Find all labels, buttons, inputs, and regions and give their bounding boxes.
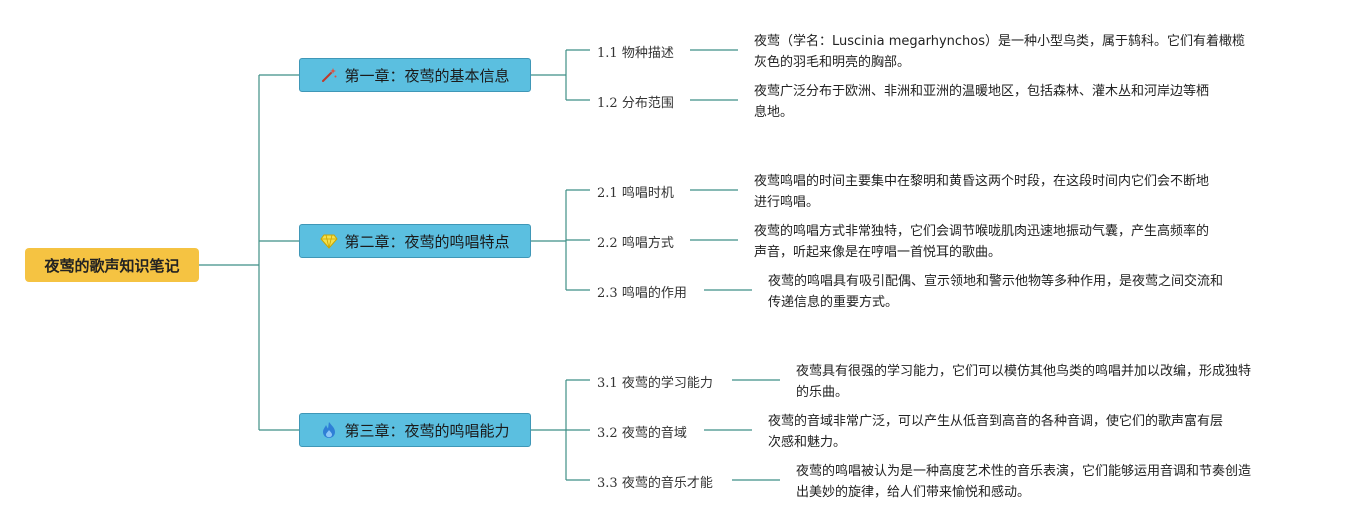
description-line: 次感和魅力。	[768, 435, 847, 450]
description-3-1: 夜莺具有很强的学习能力，它们可以模仿其他鸟类的鸣唱并加以改编，形成独特 的乐曲。	[796, 361, 1251, 403]
description-3-2: 夜莺的音域非常广泛，可以产生从低音到高音的各种音调，使它们的歌声富有层 次感和魅…	[768, 411, 1223, 453]
description-line: 夜莺（学名：Luscinia megarhynchos）是一种小型鸟类，属于鸫科…	[754, 34, 1246, 49]
section-label: 鸣唱方式	[621, 236, 674, 251]
chapter-1-node[interactable]: 第一章：夜莺的基本信息	[299, 58, 531, 92]
magic-wand-icon	[320, 66, 338, 84]
chapter-3-node[interactable]: 第三章：夜莺的鸣唱能力	[299, 413, 531, 447]
description-line: 息地。	[754, 105, 794, 120]
section-2-3[interactable]: 2.3 鸣唱的作用	[597, 282, 687, 301]
flame-icon	[320, 421, 338, 439]
section-number: 3.2	[597, 426, 618, 441]
description-line: 灰色的羽毛和明亮的胸部。	[754, 55, 911, 70]
section-1-1[interactable]: 1.1 物种描述	[597, 42, 674, 61]
chapter-1-label: 第一章：夜莺的基本信息	[344, 66, 510, 85]
section-1-2[interactable]: 1.2 分布范围	[597, 92, 674, 111]
section-label: 分布范围	[621, 96, 674, 111]
section-number: 2.2	[597, 236, 618, 251]
description-line: 传递信息的重要方式。	[768, 295, 899, 310]
root-topic[interactable]: 夜莺的歌声知识笔记	[25, 248, 199, 282]
section-3-1[interactable]: 3.1 夜莺的学习能力	[597, 372, 713, 391]
gem-icon	[320, 232, 339, 250]
section-label: 夜莺的音域	[621, 426, 687, 441]
description-2-3: 夜莺的鸣唱具有吸引配偶、宣示领地和警示他物等多种作用，是夜莺之间交流和 传递信息…	[768, 271, 1223, 313]
description-line: 进行鸣唱。	[754, 195, 820, 210]
section-number: 3.3	[597, 476, 618, 491]
root-topic-label: 夜莺的歌声知识笔记	[44, 256, 180, 275]
description-2-1: 夜莺鸣唱的时间主要集中在黎明和黄昏这两个时段，在这段时间内它们会不断地 进行鸣唱…	[754, 171, 1209, 213]
section-2-2[interactable]: 2.2 鸣唱方式	[597, 232, 674, 251]
section-number: 2.3	[597, 286, 618, 301]
description-2-2: 夜莺的鸣唱方式非常独特，它们会调节喉咙肌肉迅速地振动气囊，产生高频率的 声音，听…	[754, 221, 1209, 263]
section-3-3[interactable]: 3.3 夜莺的音乐才能	[597, 472, 713, 491]
section-number: 3.1	[597, 376, 618, 391]
description-line: 夜莺广泛分布于欧洲、非洲和亚洲的温暖地区，包括森林、灌木丛和河岸边等栖	[754, 84, 1210, 99]
description-line: 的乐曲。	[796, 385, 849, 400]
section-2-1[interactable]: 2.1 鸣唱时机	[597, 182, 674, 201]
section-label: 夜莺的音乐才能	[621, 476, 713, 491]
description-1-1: 夜莺（学名：Luscinia megarhynchos）是一种小型鸟类，属于鸫科…	[754, 31, 1245, 73]
section-label: 鸣唱时机	[621, 186, 674, 201]
description-1-2: 夜莺广泛分布于欧洲、非洲和亚洲的温暖地区，包括森林、灌木丛和河岸边等栖 息地。	[754, 81, 1209, 123]
chapter-2-node[interactable]: 第二章：夜莺的鸣唱特点	[299, 224, 531, 258]
description-line: 夜莺具有很强的学习能力，它们可以模仿其他鸟类的鸣唱并加以改编，形成独特	[796, 364, 1252, 379]
description-3-3: 夜莺的鸣唱被认为是一种高度艺术性的音乐表演，它们能够运用音调和节奏创造 出美妙的…	[796, 461, 1251, 503]
section-label: 物种描述	[621, 46, 674, 61]
description-line: 夜莺的音域非常广泛，可以产生从低音到高音的各种音调，使它们的歌声富有层	[768, 414, 1224, 429]
description-line: 声音，听起来像是在哼唱一首悦耳的歌曲。	[754, 245, 1002, 260]
section-number: 1.2	[597, 96, 618, 111]
description-line: 夜莺的鸣唱方式非常独特，它们会调节喉咙肌肉迅速地振动气囊，产生高频率的	[754, 224, 1210, 239]
section-number: 2.1	[597, 186, 618, 201]
section-label: 鸣唱的作用	[621, 286, 687, 301]
chapter-3-label: 第三章：夜莺的鸣唱能力	[344, 421, 510, 440]
description-line: 出美妙的旋律，给人们带来愉悦和感动。	[796, 485, 1031, 500]
section-label: 夜莺的学习能力	[621, 376, 713, 391]
chapter-2-label: 第二章：夜莺的鸣唱特点	[344, 232, 510, 251]
description-line: 夜莺鸣唱的时间主要集中在黎明和黄昏这两个时段，在这段时间内它们会不断地	[754, 174, 1210, 189]
description-line: 夜莺的鸣唱被认为是一种高度艺术性的音乐表演，它们能够运用音调和节奏创造	[796, 464, 1252, 479]
section-3-2[interactable]: 3.2 夜莺的音域	[597, 422, 687, 441]
section-number: 1.1	[597, 46, 618, 61]
description-line: 夜莺的鸣唱具有吸引配偶、宣示领地和警示他物等多种作用，是夜莺之间交流和	[768, 274, 1224, 289]
